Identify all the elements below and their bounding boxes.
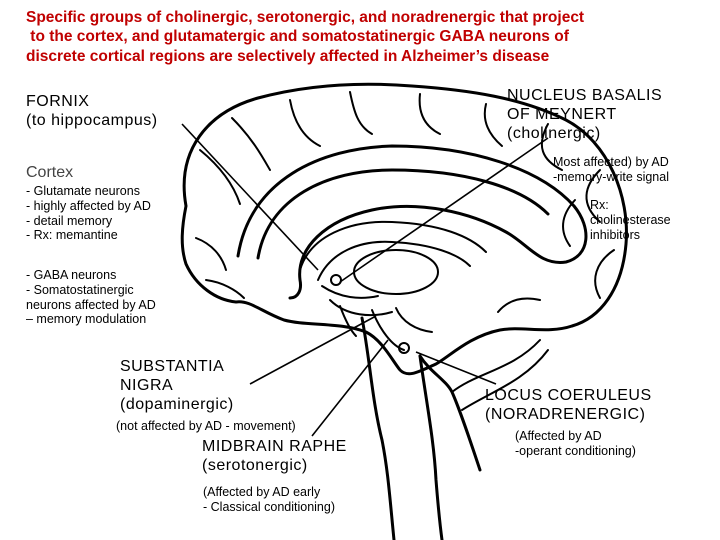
- midbrain-raphe-note: (Affected by AD early - Classical condit…: [203, 485, 336, 514]
- corpus-callosum: [236, 144, 588, 300]
- cortex-heading: Cortex: [26, 164, 74, 181]
- gaba-notes: - GABA neurons - Somatostatinergic neuro…: [26, 268, 156, 327]
- pointer-substantia: [249, 315, 377, 385]
- locus-coeruleus-note: (Affected by AD -operant conditioning): [515, 429, 636, 458]
- page-title: Specific groups of cholinergic, serotone…: [26, 9, 585, 65]
- pointer-nbm: [339, 137, 549, 283]
- pointer-locus: [415, 351, 497, 385]
- fornix-label: FORNIX (to hippocampus): [26, 93, 158, 129]
- fornix: [299, 220, 487, 271]
- substantia-nigra-label: SUBSTANTIA NIGRA (dopaminergic): [120, 358, 234, 413]
- glutamate-notes: - Glutamate neurons - highly affected by…: [26, 184, 151, 243]
- nbm-note: Most affected) by AD -memory-write signa…: [553, 155, 669, 184]
- brainstem: [360, 316, 396, 540]
- substantia-nigra-note: (not affected by AD - movement): [116, 419, 296, 433]
- pointer-raphe: [311, 339, 389, 437]
- brain-outline: [180, 82, 628, 376]
- nucleus-basalis-label: NUCLEUS BASALIS OF MEYNERT (cholinergic): [507, 87, 663, 142]
- pointer-fornix: [181, 123, 319, 271]
- locus-coeruleus-label: LOCUS COERULEUS (NORADRENERGIC): [485, 387, 652, 423]
- rx-note: Rx: cholinesterase inhibitors: [590, 198, 671, 242]
- midbrain-raphe-label: MIDBRAIN RAPHE (serotonergic): [202, 438, 347, 474]
- thalamus: [353, 249, 439, 295]
